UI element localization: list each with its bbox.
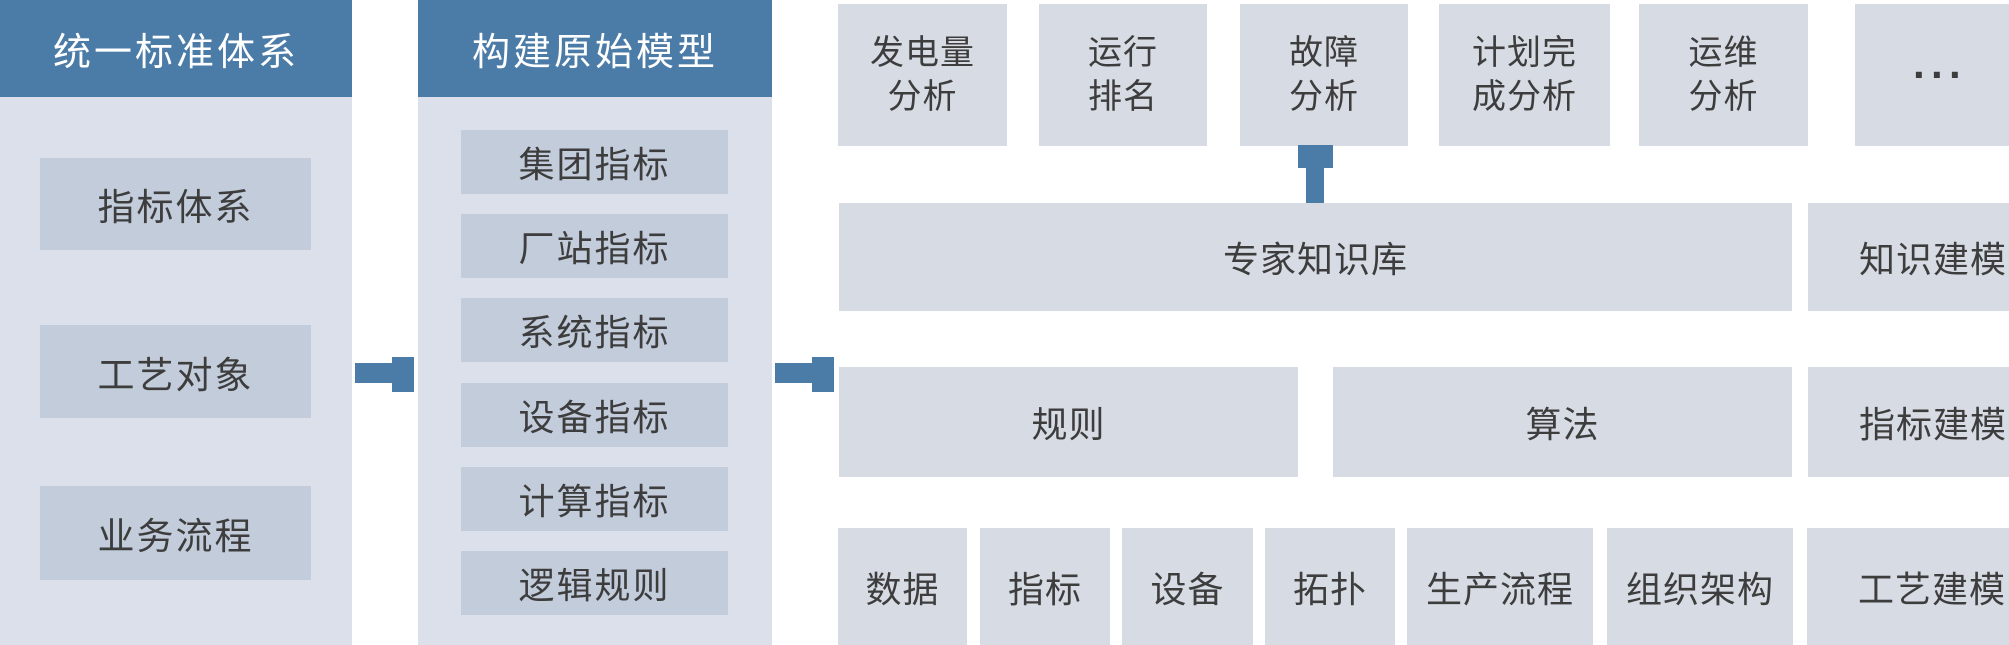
analysis-box: 故障 分析 bbox=[1240, 4, 1408, 146]
analysis-box-line2: 分析 bbox=[887, 78, 958, 116]
object-box: 设备 bbox=[1122, 528, 1253, 645]
rules-box: 规则 bbox=[839, 367, 1298, 477]
arrow-shaft bbox=[1306, 168, 1324, 203]
standards-item: 工艺对象 bbox=[40, 325, 311, 418]
object-box: 生产流程 bbox=[1407, 528, 1593, 645]
analysis-box: 运维 分析 bbox=[1639, 4, 1808, 146]
arrow-right-icon bbox=[355, 357, 414, 392]
ellipsis-label: ··· bbox=[1913, 51, 1967, 98]
object-box: 组织架构 bbox=[1607, 528, 1793, 645]
standards-panel-header: 统一标准体系 bbox=[0, 0, 352, 97]
analysis-box-line1: 运维 bbox=[1688, 34, 1759, 72]
analysis-box-line2: 分析 bbox=[1289, 78, 1359, 116]
model-item: 逻辑规则 bbox=[461, 551, 728, 615]
indicator-modeling-box: 指标建模 bbox=[1808, 367, 2009, 477]
arrow-head bbox=[392, 357, 414, 392]
arrow-head bbox=[1298, 145, 1333, 168]
knowledge-base-box: 专家知识库 bbox=[839, 203, 1792, 311]
object-box: 数据 bbox=[838, 528, 967, 645]
analysis-box: 运行 排名 bbox=[1039, 4, 1207, 146]
arrow-shaft bbox=[355, 363, 392, 383]
analysis-box-line1: 故障 bbox=[1289, 34, 1359, 72]
arrow-up-icon bbox=[1298, 145, 1333, 203]
analysis-box: 发电量 分析 bbox=[838, 4, 1007, 146]
algorithm-box: 算法 bbox=[1333, 367, 1792, 477]
model-item: 集团指标 bbox=[461, 130, 728, 194]
arrow-head bbox=[812, 357, 834, 392]
analysis-box-line1: 发电量 bbox=[870, 34, 975, 72]
object-box: 拓扑 bbox=[1265, 528, 1395, 645]
model-item: 系统指标 bbox=[461, 298, 728, 362]
analysis-box: 计划完 成分析 bbox=[1439, 4, 1610, 146]
standards-item: 业务流程 bbox=[40, 486, 311, 580]
analysis-box-line2: 成分析 bbox=[1472, 78, 1577, 116]
arrow-shaft bbox=[775, 363, 812, 383]
knowledge-modeling-box: 知识建模 bbox=[1808, 203, 2009, 311]
analysis-box-line2: 分析 bbox=[1688, 78, 1759, 116]
model-item: 设备指标 bbox=[461, 383, 728, 447]
model-item: 厂站指标 bbox=[461, 214, 728, 278]
standards-item: 指标体系 bbox=[40, 158, 311, 250]
analysis-box-more: ··· bbox=[1855, 4, 2009, 146]
model-panel-header: 构建原始模型 bbox=[418, 0, 772, 97]
arrow-right-icon bbox=[775, 357, 834, 392]
process-modeling-box: 工艺建模 bbox=[1807, 528, 2009, 645]
analysis-box-line1: 计划完 bbox=[1472, 34, 1577, 72]
model-item: 计算指标 bbox=[461, 467, 728, 531]
analysis-box-line2: 排名 bbox=[1088, 78, 1158, 116]
object-box: 指标 bbox=[980, 528, 1110, 645]
analysis-box-line1: 运行 bbox=[1088, 34, 1158, 72]
